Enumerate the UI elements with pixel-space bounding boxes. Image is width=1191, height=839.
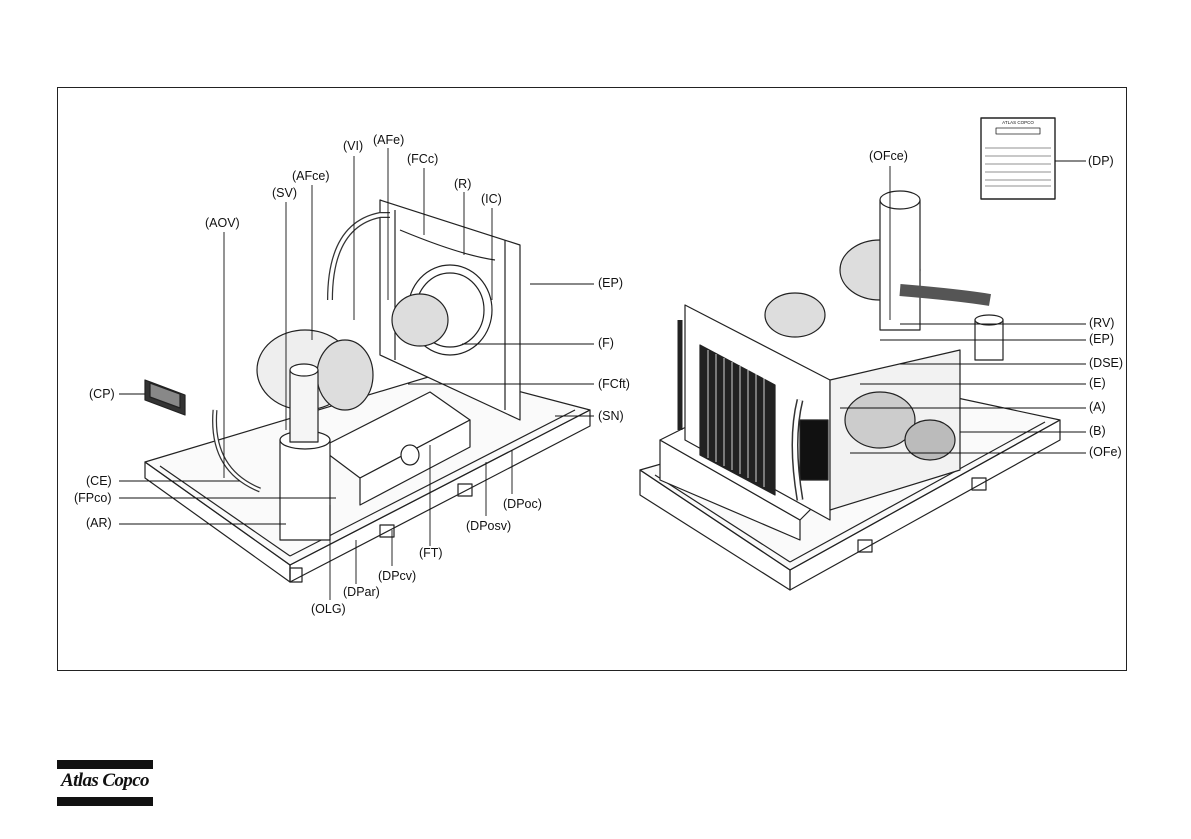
callout-ar: (AR) bbox=[86, 516, 112, 530]
callout-ep-left: (EP) bbox=[598, 276, 623, 290]
data-plate-brand: ATLAS COPCO bbox=[1002, 120, 1034, 125]
callout-dpcv: (DPcv) bbox=[378, 569, 416, 583]
right-air-filters bbox=[765, 191, 990, 337]
logo-bar-top bbox=[57, 760, 153, 769]
callout-olg: (OLG) bbox=[311, 602, 346, 616]
callout-dpoc: (DPoc) bbox=[503, 497, 542, 511]
callout-a: (A) bbox=[1089, 400, 1106, 414]
callout-fcft: (FCft) bbox=[598, 377, 630, 391]
callout-r: (R) bbox=[454, 177, 471, 191]
callout-ofce: (OFce) bbox=[869, 149, 908, 163]
callout-f: (F) bbox=[598, 336, 614, 350]
callout-ofe: (OFe) bbox=[1089, 445, 1122, 459]
callout-dse: (DSE) bbox=[1089, 356, 1123, 370]
callout-dp: (DP) bbox=[1088, 154, 1114, 168]
callout-ic: (IC) bbox=[481, 192, 502, 206]
callout-e: (E) bbox=[1089, 376, 1106, 390]
callout-afce: (AFce) bbox=[292, 169, 330, 183]
callout-ce: (CE) bbox=[86, 474, 112, 488]
callout-b: (B) bbox=[1089, 424, 1106, 438]
atlas-copco-logo: Atlas Copco bbox=[57, 760, 153, 806]
data-plate bbox=[981, 118, 1055, 199]
callout-fpco: (FPco) bbox=[74, 491, 112, 505]
callout-vi: (VI) bbox=[343, 139, 363, 153]
callout-ep-right: (EP) bbox=[1089, 332, 1114, 346]
callout-dposv: (DPosv) bbox=[466, 519, 511, 533]
callout-aov: (AOV) bbox=[205, 216, 240, 230]
left-control-panel bbox=[145, 380, 185, 415]
logo-wordmark: Atlas Copco bbox=[57, 770, 153, 792]
callout-dpar: (DPar) bbox=[343, 585, 380, 599]
logo-bar-bottom bbox=[57, 797, 153, 806]
callout-rv: (RV) bbox=[1089, 316, 1114, 330]
callout-sv: (SV) bbox=[272, 186, 297, 200]
callout-sn: (SN) bbox=[598, 409, 624, 423]
callout-afe: (AFe) bbox=[373, 133, 404, 147]
callout-fcc: (FCc) bbox=[407, 152, 438, 166]
callout-cp: (CP) bbox=[89, 387, 115, 401]
callout-ft: (FT) bbox=[419, 546, 443, 560]
